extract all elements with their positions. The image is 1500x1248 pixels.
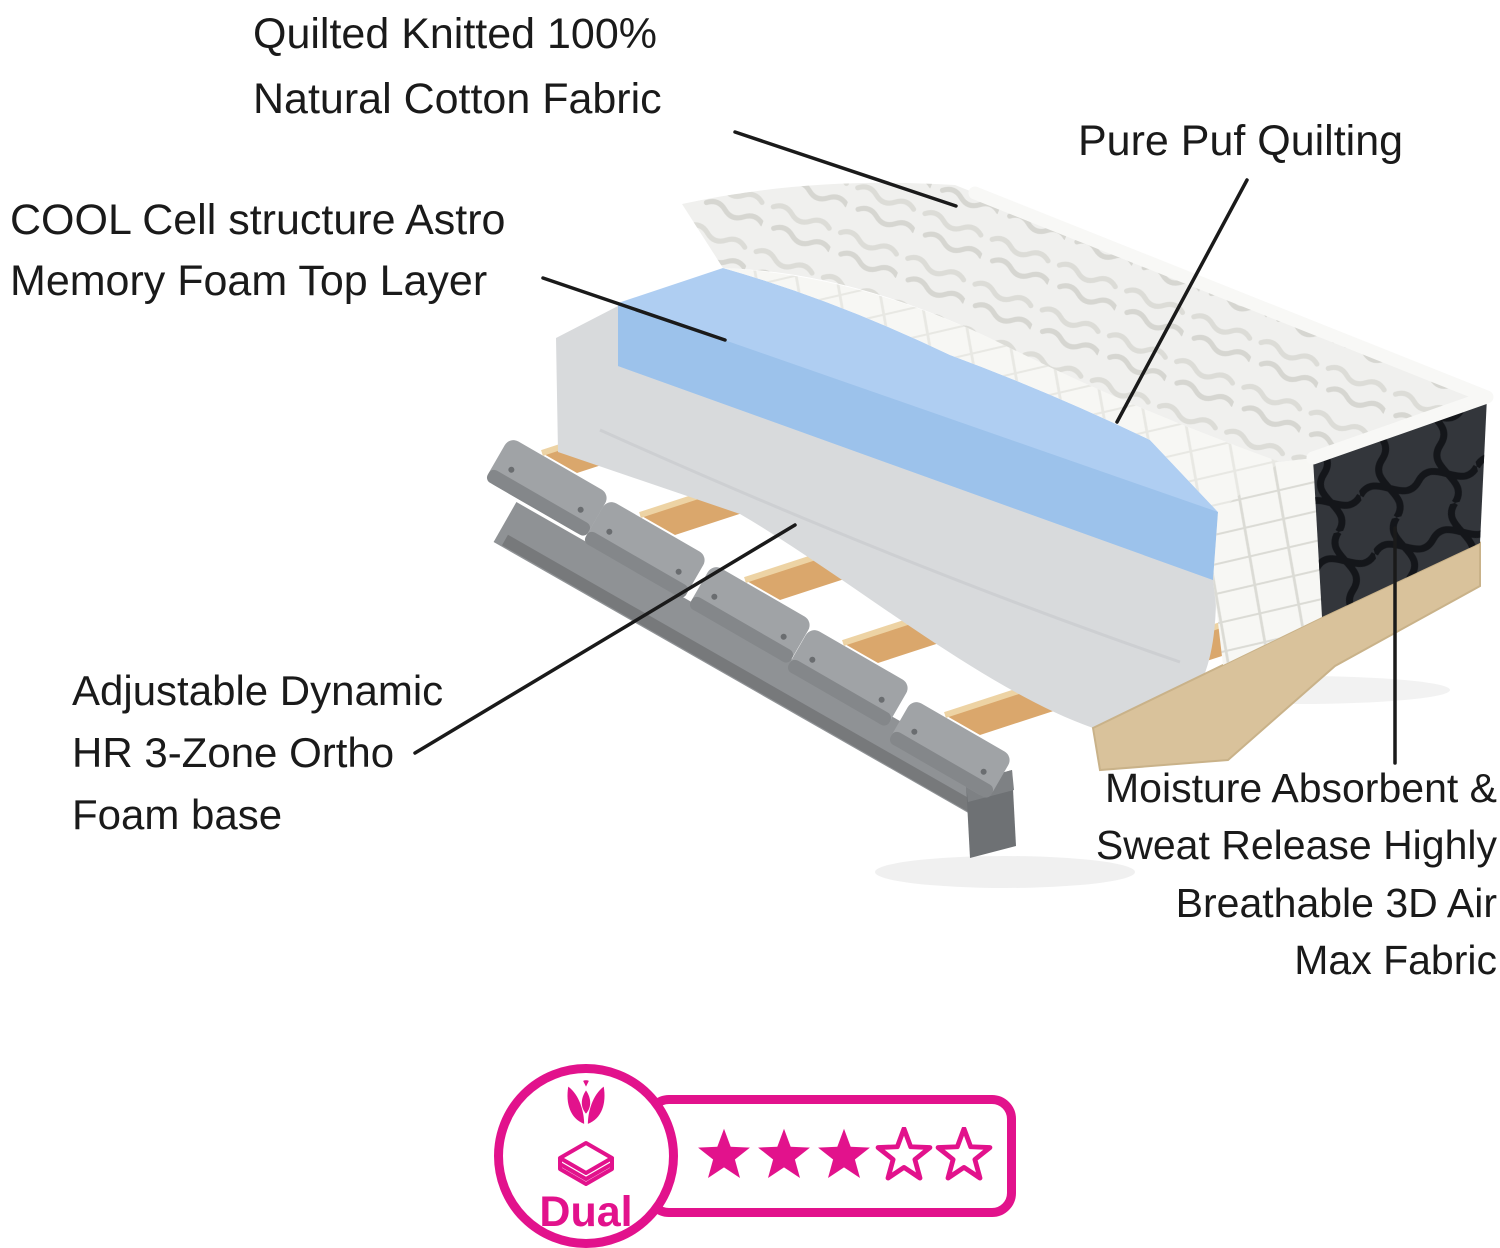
piping-edge (968, 186, 1494, 465)
star-icon (757, 1128, 810, 1179)
label-pure-puf: Pure Puf Quilting (1078, 117, 1404, 165)
quilted-top-cover-texture (682, 182, 1487, 463)
star-icon (697, 1128, 750, 1179)
dual-label: Dual (539, 1187, 633, 1236)
air-max-side-panel (1313, 397, 1487, 617)
star-rating (695, 1127, 993, 1185)
dual-badge: Dual (494, 1064, 678, 1248)
label-quilted-cover: Quilted Knitted 100% Natural Cotton Fabr… (253, 10, 662, 124)
leader-line-cool-cell (541, 276, 727, 342)
star-rating-panel (645, 1095, 1016, 1217)
leader-line-quilted-cover (733, 130, 958, 208)
bed-rail-edge (502, 534, 991, 822)
quilt-fold-band-pattern (723, 268, 1280, 512)
tulip-icon (567, 1079, 605, 1124)
memory-foam-front-face (618, 303, 1218, 580)
star-icon (817, 1128, 870, 1179)
label-adjustable-base: Adjustable Dynamic HR 3-Zone Ortho Foam … (72, 667, 444, 839)
leader-line-pure-puf (1115, 178, 1249, 424)
layered-box-icon (558, 1140, 614, 1186)
label-cool-cell: COOL Cell structure Astro Memory Foam To… (10, 196, 506, 306)
leader-line-adjustable-base (413, 523, 797, 755)
floor-shadow (875, 856, 1135, 888)
base-foam-layer (556, 306, 1218, 728)
label-moisture-fabric: Moisture Absorbent & Sweat Release Highl… (1095, 765, 1497, 984)
star-icon (935, 1127, 992, 1181)
base-foam-seam (599, 428, 1181, 664)
slat-caps (486, 440, 1010, 798)
star-icon (875, 1127, 932, 1181)
